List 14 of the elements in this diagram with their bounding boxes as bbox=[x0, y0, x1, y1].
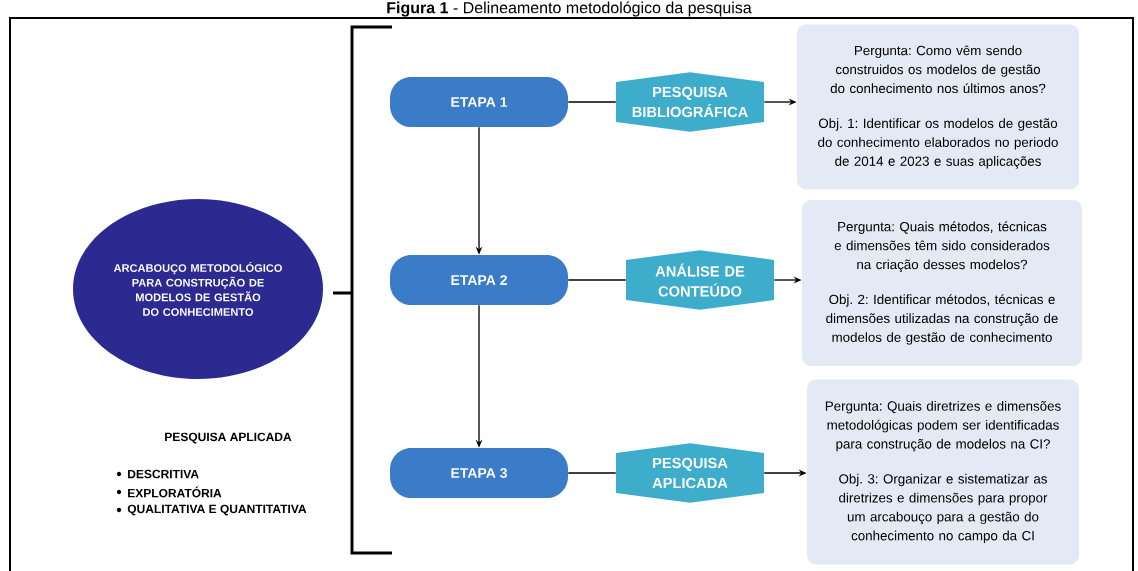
method-hexagon: PESQUISA BIBLIOGRÁFICA bbox=[616, 72, 764, 132]
question-box: Pergunta: Como vêm sendo construidos os modelos de gestão do conhecimento nos últimos anos? Obj. 1: Identificar os modelos de gestão do conhecimento elaborados no periodo de 2014 e 2023 e suas aplicações bbox=[797, 24, 1079, 190]
stage-box: ETAPA 2 bbox=[390, 255, 568, 305]
question-box: Pergunta: Quais métodos, técnicas e dimensões têm sido considerados na criação desses modelos? Obj. 2: Identificar métodos, técnicas e dimensões utilizadas na construção de modelos de gestão de conhecimento bbox=[802, 200, 1082, 366]
method-hexagon: ANÁLISE DE CONTEÚDO bbox=[626, 250, 774, 310]
question-box: Pergunta: Quais diretrizes e dimensões metodológicas podem ser identificadas para construção de modelos na CI? Obj. 3: Organizar e sistematizar as diretrizes e dimensões para propor um arcabouço para a gestão do conhecimento no campo da CI bbox=[807, 379, 1079, 565]
list-heading: PESQUISA APLICADA bbox=[165, 432, 292, 444]
list-item: DESCRITIVA bbox=[116, 469, 199, 479]
stage-box: ETAPA 1 bbox=[390, 77, 568, 127]
method-hexagon: PESQUISA APLICADA bbox=[616, 443, 764, 503]
stage-box: ETAPA 3 bbox=[390, 448, 568, 498]
figure-title: Figura 1 - Delineamento metodológico da pesquisa bbox=[387, 1, 752, 17]
list-item: EXPLORATÓRIA bbox=[116, 486, 222, 498]
list-item: QUALITATIVA E QUANTITATIVA bbox=[116, 504, 307, 516]
